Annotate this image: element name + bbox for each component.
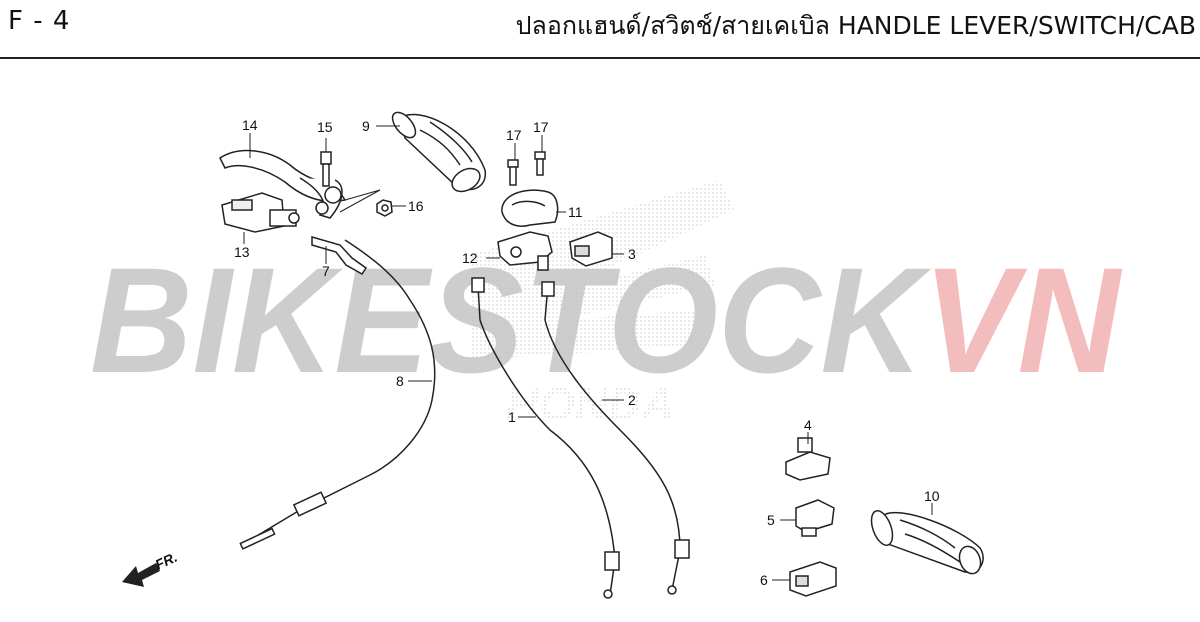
page-title: ปลอกแฮนด์/สวิตช์/สายเคเบิล HANDLE LEVER/… <box>515 11 1196 40</box>
watermark-brand: HONDA <box>506 378 675 430</box>
part-1-throttle-cable[interactable] <box>471 277 620 599</box>
part-17-screw-b[interactable] <box>534 151 546 176</box>
callout-5: 5 <box>767 512 775 528</box>
part-6-switch[interactable] <box>789 561 837 597</box>
part-16-nut[interactable] <box>376 199 393 217</box>
callout-17-a: 17 <box>506 127 522 143</box>
callout-3: 3 <box>628 246 636 262</box>
leader-lines <box>243 125 933 581</box>
part-5-switch[interactable] <box>795 499 835 537</box>
arrow-icon <box>122 563 160 587</box>
parts-diagram: HONDA BIKESTOCKVN <box>90 108 1123 599</box>
part-15-bolt[interactable] <box>320 151 332 187</box>
page-header: F - 4 ปลอกแฮนด์/สวิตช์/สายเคเบิล HANDLE … <box>0 0 1200 59</box>
callout-9: 9 <box>362 118 370 134</box>
watermark-text: BIKESTOCKVN <box>90 236 1123 404</box>
callout-12: 12 <box>462 250 478 266</box>
callout-16: 16 <box>408 198 424 214</box>
part-2-throttle-cable[interactable] <box>541 281 690 595</box>
part-9-left-grip[interactable] <box>388 108 486 196</box>
callout-11: 11 <box>568 204 583 220</box>
part-12-lower-housing[interactable] <box>497 231 553 271</box>
callout-6: 6 <box>760 572 768 588</box>
callout-2: 2 <box>628 392 636 408</box>
title-divider <box>0 57 1200 59</box>
part-17-screw-a[interactable] <box>507 159 519 186</box>
part-10-right-grip[interactable] <box>867 508 984 577</box>
part-11-upper-housing[interactable] <box>501 189 559 227</box>
watermark-text-red: VN <box>923 236 1123 404</box>
part-14-clutch-lever[interactable] <box>219 149 347 219</box>
callout-13: 13 <box>234 244 250 260</box>
part-3-switch[interactable] <box>569 231 613 267</box>
part-8-clutch-cable[interactable] <box>239 239 436 550</box>
direction-label: FR. <box>153 549 180 573</box>
callout-1: 1 <box>508 409 516 425</box>
callout-14: 14 <box>242 117 258 133</box>
callout-7: 7 <box>322 263 330 279</box>
honda-wing-logo <box>470 180 735 360</box>
callout-4: 4 <box>804 417 812 433</box>
callout-labels: 14 15 9 17 17 16 11 13 3 12 7 8 2 1 4 10… <box>234 117 940 588</box>
page-code: F - 4 <box>8 6 71 36</box>
callout-17-b: 17 <box>533 119 549 135</box>
part-13-lever-holder[interactable] <box>221 192 300 233</box>
callout-8: 8 <box>396 373 404 389</box>
callout-15: 15 <box>317 119 333 135</box>
front-direction-indicator: FR. <box>122 549 180 587</box>
part-4-switch[interactable] <box>785 437 831 481</box>
callout-10: 10 <box>924 488 940 504</box>
